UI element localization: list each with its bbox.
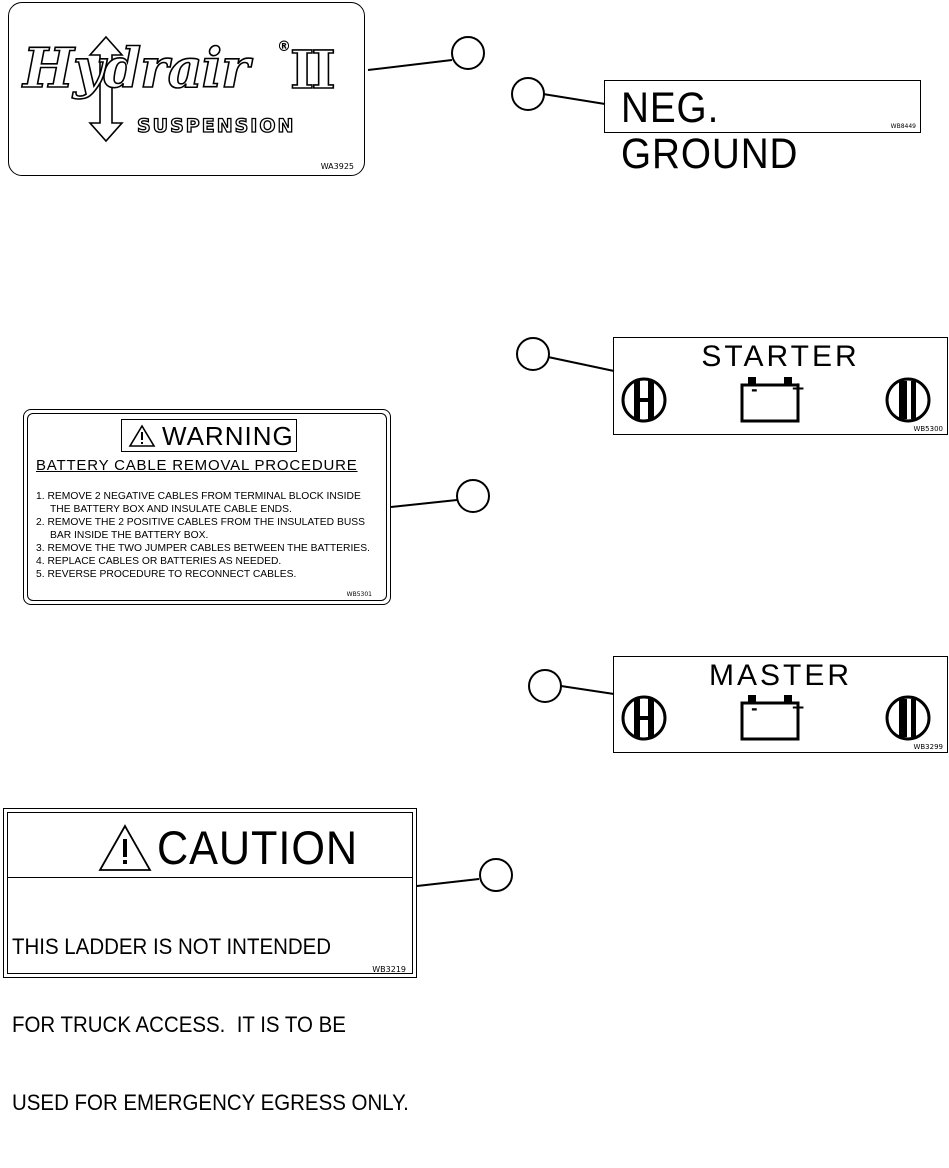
warning-step: 3. REMOVE THE TWO JUMPER CABLES BETWEEN … (36, 543, 370, 554)
hydrair-logo-text: Hydrair (22, 36, 250, 100)
starter-title: STARTER (701, 340, 860, 373)
caution-title: CAUTION (157, 821, 359, 874)
master-code: WB3299 (913, 743, 943, 751)
battery-icon (740, 377, 800, 423)
callout-warning (456, 479, 490, 513)
caution-line: USED FOR EMERGENCY EGRESS ONLY. (12, 1090, 409, 1115)
leader-lines (367, 59, 615, 887)
master-minus: - (751, 699, 758, 718)
neg-ground-decal: NEG. GROUND WB8449 (604, 80, 921, 177)
hydrair-decal: Hydrair ® II SUSPENSION WA3925 (8, 2, 365, 176)
warning-step: 2. REMOVE THE 2 POSITIVE CABLES FROM THE… (36, 517, 366, 528)
neg-ground-label: NEG. GROUND (621, 84, 799, 178)
switch-off-icon (621, 377, 667, 423)
hydrair-logo-mark: II (289, 40, 336, 102)
caution-divider (7, 877, 413, 878)
neg-ground-code: WB8449 (890, 123, 916, 130)
switch-on-icon (885, 695, 931, 741)
callout-master (528, 669, 562, 703)
master-decal: MASTER - + WB3299 (613, 656, 948, 753)
leader-line-master (560, 685, 615, 695)
callout-hydrair (451, 36, 485, 70)
starter-code: WB5300 (913, 425, 943, 433)
battery-icon (740, 695, 800, 741)
warning-title: WARNING (162, 421, 294, 451)
leader-line-caution (416, 878, 480, 887)
leader-line-neg-ground (542, 93, 606, 105)
warning-triangle-icon (98, 824, 152, 871)
warning-inner-border (27, 413, 387, 601)
callout-starter (516, 337, 550, 371)
switch-on-icon (885, 377, 931, 423)
warning-step: THE BATTERY BOX AND INSULATE CABLE ENDS. (50, 504, 292, 515)
leader-line-hydrair (367, 59, 453, 71)
caution-code: WB3219 (372, 965, 406, 974)
master-plus: + (791, 698, 806, 718)
warning-step: 4. REPLACE CABLES OR BATTERIES AS NEEDED… (36, 556, 282, 567)
caution-decal: CAUTION THIS LADDER IS NOT INTENDED FOR … (3, 808, 417, 1115)
warning-steps: 1. REMOVE 2 NEGATIVE CABLES FROM TERMINA… (36, 490, 370, 581)
starter-minus: - (751, 380, 758, 399)
caution-line: THIS LADDER IS NOT INTENDED (12, 934, 332, 959)
warning-step: 1. REMOVE 2 NEGATIVE CABLES FROM TERMINA… (36, 491, 361, 502)
leader-line-warning (390, 499, 458, 508)
leader-line-starter (547, 356, 615, 372)
warning-title-box: WARNING (121, 419, 297, 452)
hydrair-code: WA3925 (320, 162, 354, 171)
hydrair-registered-mark: ® (277, 39, 291, 55)
warning-triangle-icon (128, 424, 156, 447)
warning-decal: WARNING BATTERY CABLE REMOVAL PROCEDURE … (23, 409, 391, 605)
caution-body: THIS LADDER IS NOT INTENDED FOR TRUCK AC… (12, 882, 409, 1168)
up-down-arrow-icon (88, 35, 124, 143)
caution-line: FOR TRUCK ACCESS. IT IS TO BE (12, 1012, 346, 1037)
callout-caution (479, 858, 513, 892)
caution-inner-border (7, 812, 413, 974)
switch-off-icon (621, 695, 667, 741)
master-title: MASTER (708, 659, 852, 692)
warning-code: WB5301 (346, 591, 372, 598)
warning-step: 5. REVERSE PROCEDURE TO RECONNECT CABLES… (36, 569, 297, 580)
starter-plus: + (791, 379, 806, 399)
hydrair-subtitle: SUSPENSION (136, 114, 296, 137)
warning-subtitle: BATTERY CABLE REMOVAL PROCEDURE (36, 457, 358, 474)
starter-decal: STARTER - + WB5300 (613, 337, 948, 435)
warning-step: BAR INSIDE THE BATTERY BOX. (50, 530, 209, 541)
callout-neg-ground (511, 77, 545, 111)
